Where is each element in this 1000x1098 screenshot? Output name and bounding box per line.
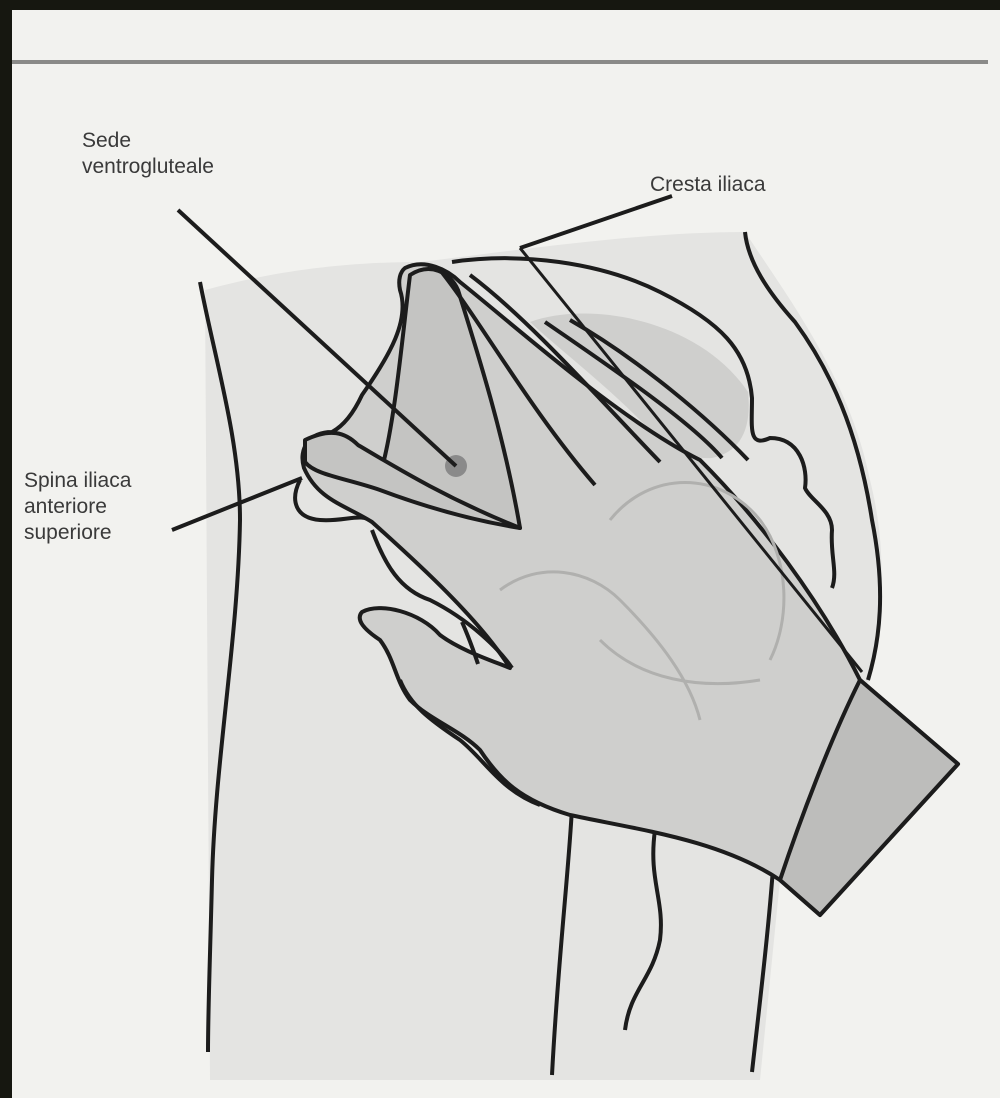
label-iliac-crest: Cresta iliaca (650, 172, 766, 198)
label-ventrogluteal-site: Sede ventrogluteale (82, 128, 214, 180)
label-ventrogluteal-line1: Sede (82, 128, 214, 154)
label-ventrogluteal-line2: ventrogluteale (82, 154, 214, 180)
label-anterior-superior-iliac-spine: Spina iliaca anteriore superiore (24, 468, 131, 546)
label-asis-line2: anteriore (24, 494, 131, 520)
label-asis-line3: superiore (24, 520, 131, 546)
label-asis-line1: Spina iliaca (24, 468, 131, 494)
